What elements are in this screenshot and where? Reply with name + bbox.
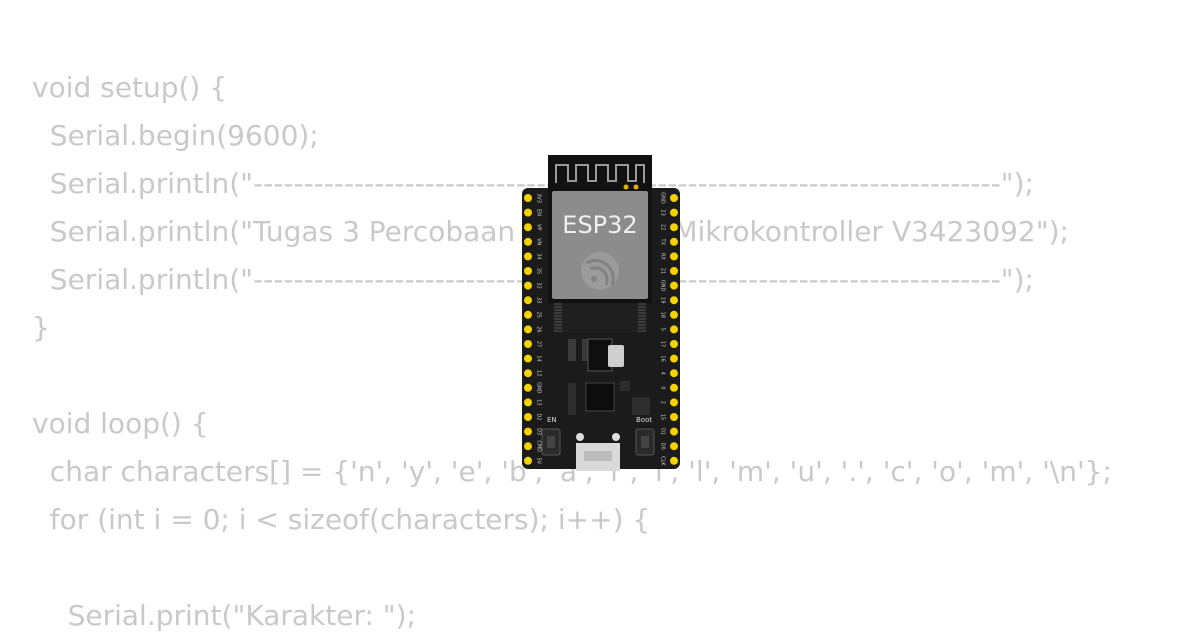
left-pin-label: 5V [536, 457, 542, 464]
right-pin-label: 18 [660, 312, 666, 318]
left-header-pin[interactable] [524, 223, 532, 232]
code-line: Serial.print("Karakter: "); [32, 599, 417, 632]
left-pin-label: 12 [536, 370, 542, 376]
right-header-pin[interactable] [670, 252, 678, 261]
right-header-pin[interactable] [670, 354, 678, 363]
code-line: } [32, 311, 50, 344]
right-pin-label: 22 [660, 224, 666, 230]
left-pin-label: 13 [536, 399, 542, 405]
code-line: void loop() { [32, 407, 209, 440]
right-pin-label: 17 [660, 341, 666, 347]
right-pin-label: D1 [660, 428, 666, 435]
left-pin-label: EN [536, 209, 542, 216]
right-header-pin[interactable] [670, 281, 678, 290]
right-pin-label: TX [660, 238, 666, 246]
right-header-pin[interactable] [670, 325, 678, 334]
right-pin-label: 15 [660, 414, 666, 420]
code-line: Serial.begin(9600); [32, 119, 319, 152]
left-header-pin[interactable] [524, 383, 532, 392]
right-pin-label: 5 [660, 328, 666, 331]
right-pin-label: 23 [660, 209, 666, 215]
boot-label: Boot [636, 416, 653, 424]
left-pin-label: 32 [536, 282, 542, 288]
code-line: void setup() { [32, 71, 228, 104]
right-header-pin[interactable] [670, 442, 678, 451]
chip-label: ESP32 [562, 211, 638, 239]
right-pin-label: 21 [660, 268, 666, 274]
right-pin-label: RX [660, 253, 666, 260]
shield [552, 191, 648, 299]
left-header-pin[interactable] [524, 442, 532, 451]
left-header-pin[interactable] [524, 267, 532, 275]
usb-chip [585, 382, 615, 412]
right-header-pin[interactable] [670, 456, 678, 465]
right-header-pin[interactable] [670, 340, 678, 348]
left-header-pin[interactable] [524, 456, 532, 465]
left-pin-label: GND [536, 382, 542, 394]
left-pin-label: 34 [536, 253, 542, 259]
left-header-pin[interactable] [524, 237, 532, 246]
right-pin-label: 2 [660, 401, 666, 404]
left-header-pin[interactable] [524, 398, 532, 407]
left-header-pin[interactable] [524, 354, 532, 363]
left-header-pin[interactable] [524, 427, 532, 436]
espressif-logo-icon [581, 252, 619, 290]
left-pin-label: 27 [536, 341, 542, 347]
right-header-pin[interactable] [670, 194, 678, 202]
left-pin-label: CMD [536, 440, 542, 452]
left-header-pin[interactable] [524, 310, 532, 319]
left-pin-label: 14 [536, 355, 542, 361]
left-header-pin[interactable] [524, 340, 532, 348]
right-header-pin[interactable] [670, 296, 678, 305]
left-header-pin[interactable] [524, 413, 532, 421]
right-pin-label: 19 [660, 297, 666, 303]
left-pin-label: 35 [536, 268, 542, 274]
right-header-pin[interactable] [670, 310, 678, 319]
left-pin-label: D2 [536, 413, 542, 420]
right-pin-label: 4 [660, 372, 666, 375]
left-pin-label: 3V3 [536, 193, 542, 203]
right-pin-label: D0 [660, 443, 666, 450]
left-pin-label: VN [536, 238, 542, 245]
left-pin-label: 26 [536, 326, 542, 332]
right-header-pin[interactable] [670, 398, 678, 407]
right-header-pin[interactable] [670, 267, 678, 275]
right-header-pin[interactable] [670, 413, 678, 421]
code-line [32, 544, 1112, 592]
left-header-pin[interactable] [524, 208, 532, 217]
right-pin-label: GND [660, 280, 666, 292]
left-header-pin[interactable] [524, 325, 532, 334]
code-line: char characters[] = {'n', 'y', 'e', 'b',… [32, 455, 1112, 488]
left-header-pin[interactable] [524, 252, 532, 261]
antenna-trace [555, 164, 645, 183]
esp32-board-graphic: 3V3ENVPVN343532332526271412GND13D2D3CMD5… [522, 155, 680, 471]
code-line: for (int i = 0; i < sizeof(characters); … [32, 503, 651, 536]
left-pin-label: 33 [536, 297, 542, 303]
right-pin-label: 16 [660, 355, 666, 361]
left-header-pin[interactable] [524, 194, 532, 202]
right-header-pin[interactable] [670, 427, 678, 436]
left-header-pin[interactable] [524, 296, 532, 305]
right-header-pin[interactable] [670, 369, 678, 378]
right-header-pin[interactable] [670, 223, 678, 232]
right-header-pin[interactable] [670, 237, 678, 246]
left-header-pin[interactable] [524, 281, 532, 290]
left-pin-label: 25 [536, 312, 542, 318]
right-header-pin[interactable] [670, 383, 678, 392]
en-label: EN [547, 416, 557, 424]
right-header-pin[interactable] [670, 208, 678, 217]
right-pin-label: CLK [660, 456, 666, 466]
right-pin-label: GND [660, 192, 666, 204]
right-pin-label: 0 [660, 386, 666, 389]
left-pin-label: VP [536, 224, 542, 230]
left-header-pin[interactable] [524, 369, 532, 378]
left-pin-label: D3 [536, 428, 542, 435]
